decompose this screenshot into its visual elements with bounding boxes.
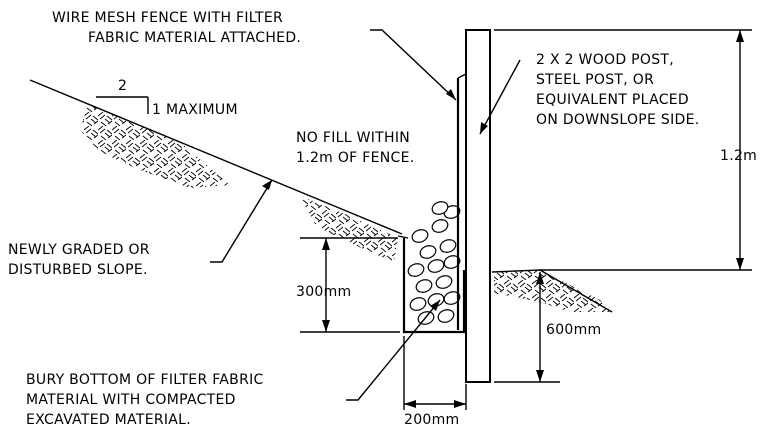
dim-300-label: 300mm [296, 284, 352, 300]
slope-ratio-symbol [96, 96, 149, 114]
post-label-line1: 2 X 2 WOOD POST, [536, 52, 674, 68]
gravel-stone [437, 309, 455, 323]
leader-lines [210, 29, 521, 401]
gravel-stone [439, 239, 457, 253]
post-label-line3: EQUIVALENT PLACED [536, 92, 689, 108]
gravel-stone [443, 205, 461, 219]
gravel-stone [409, 297, 427, 311]
trench [397, 235, 466, 334]
dim-1-2-label: 1.2m [720, 148, 757, 164]
slope-line [29, 79, 403, 235]
gravel-stone [443, 255, 461, 269]
ground-hatch-upslope [80, 104, 398, 262]
gravel-stone [411, 229, 429, 243]
dimension-1-2m [494, 29, 752, 271]
gravel-stone [431, 201, 449, 215]
gravel-stone [435, 275, 453, 289]
graded-label-line1: NEWLY GRADED OR [8, 242, 150, 258]
gravel-stone [443, 291, 461, 305]
graded-label-line2: DISTURBED SLOPE. [8, 262, 148, 278]
fence-post [465, 29, 491, 383]
ground-hatch-downslope [494, 270, 610, 312]
labels: WIRE MESH FENCE WITH FILTER FABRIC MATER… [8, 10, 757, 428]
gravel-stone [427, 293, 445, 307]
dim-200-label: 200mm [404, 412, 460, 428]
bury-label-line3: EXCAVATED MATERIAL. [26, 412, 191, 428]
slope-run-label: 2 [118, 78, 127, 94]
post-label-line4: ON DOWNSLOPE SIDE. [536, 112, 700, 128]
bury-label-line1: BURY BOTTOM OF FILTER FABRIC [26, 372, 264, 388]
dimension-600mm [494, 272, 560, 383]
nofill-label-line1: NO FILL WITHIN [296, 130, 410, 146]
bury-label-line2: MATERIAL WITH COMPACTED [26, 392, 236, 408]
gravel-fill [407, 201, 461, 325]
gravel-stone [415, 279, 433, 293]
post-label-line2: STEEL POST, OR [536, 72, 654, 88]
nofill-label-line2: 1.2m OF FENCE. [296, 150, 415, 166]
gravel-stone [427, 259, 445, 273]
dim-600-label: 600mm [546, 322, 602, 338]
wire-mesh-fence [456, 73, 467, 330]
slope-rise-label: 1 MAXIMUM [152, 102, 238, 118]
fence-label-line2: FABRIC MATERIAL ATTACHED. [88, 30, 301, 46]
gravel-stone [431, 219, 449, 233]
gravel-stone [419, 245, 437, 259]
dimension-300mm [300, 237, 400, 333]
gravel-stone [407, 263, 425, 277]
fence-label-line1: WIRE MESH FENCE WITH FILTER [52, 10, 283, 26]
dimension-200mm [403, 336, 467, 410]
